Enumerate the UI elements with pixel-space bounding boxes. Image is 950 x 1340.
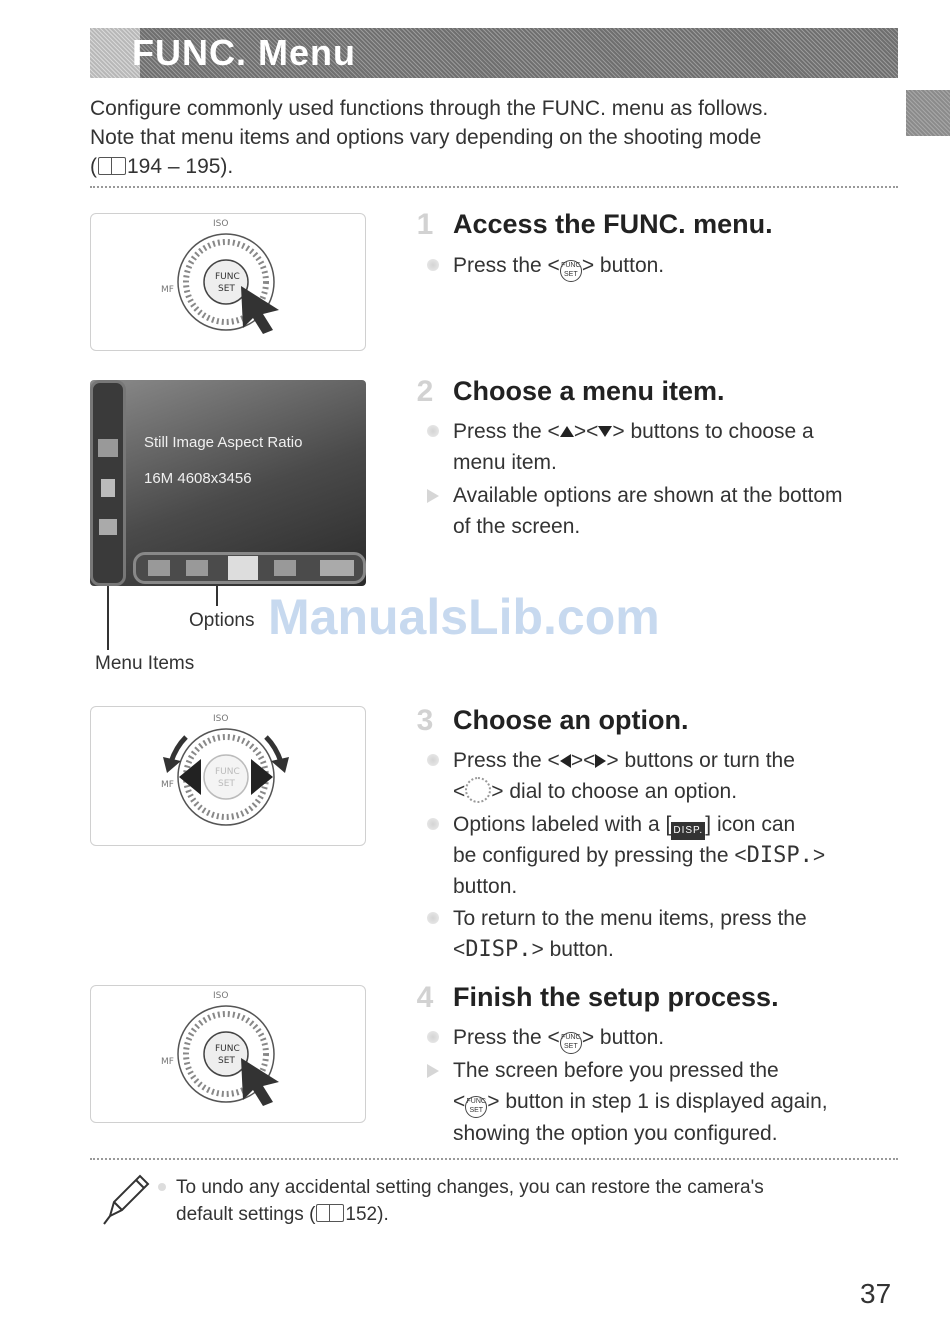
control-dial-illustration: ISO MF FUNC SET (161, 219, 279, 334)
watermark: ManualsLib.com (268, 589, 660, 645)
chapter-tab (906, 90, 950, 136)
intro-line: Configure commonly used functions throug… (90, 97, 769, 120)
mf-label: MF (161, 1057, 174, 1067)
intro-line: Note that menu items and options vary de… (90, 126, 762, 149)
options-row (133, 552, 366, 584)
bullet-dot-icon (427, 754, 439, 766)
step-title: Choose an option. (453, 705, 689, 735)
rotate-cw-head-icon (271, 757, 289, 773)
rotate-ccw-head-icon (163, 757, 181, 773)
mf-label: MF (161, 780, 174, 790)
step-title: Finish the setup process. (453, 982, 779, 1012)
step-title: Choose a menu item. (453, 376, 725, 406)
options-leader-line (216, 586, 218, 606)
menu-item-value: 16M 4608x3456 (144, 470, 252, 487)
book-reference-icon (98, 157, 126, 175)
menu-item-icon (99, 519, 117, 535)
disp-button-label: DISP. (465, 937, 532, 962)
option-icon (186, 560, 208, 576)
result-arrow-icon (427, 1064, 439, 1078)
step-number: 3 (416, 704, 434, 737)
iso-label: ISO (213, 219, 228, 229)
page-reference: 194 – 195). (127, 155, 234, 178)
bullet-dot-icon (427, 818, 439, 830)
step-title: Access the FUNC. menu. (453, 209, 773, 239)
menu-items-leader-line (107, 586, 109, 650)
menu-items-column (90, 380, 126, 586)
func-label: FUNC (215, 767, 240, 777)
options-caption: Options (189, 610, 255, 631)
step-bullet: Options labeled with a [DISP.] icon can … (427, 809, 903, 902)
note-bullet-icon (158, 1183, 166, 1191)
dial-figure-1: ISO MF FUNC SET (90, 213, 366, 351)
step-result: Available options are shown at the botto… (427, 480, 903, 542)
intro-line: (194 – 195). (90, 155, 234, 178)
disp-badge-icon: DISP. (671, 822, 706, 840)
intro-text: Configure commonly used functions throug… (90, 94, 880, 181)
menu-items-caption: Menu Items (95, 653, 195, 674)
step-bullet: Press the <><> buttons to choose a menu … (427, 416, 903, 478)
book-reference-icon (316, 1204, 345, 1222)
bullet-dot-icon (427, 259, 439, 271)
iso-label: ISO (213, 991, 228, 1001)
disp-button-label: DISP. (746, 843, 813, 868)
up-button-icon (559, 426, 574, 437)
bullet-dot-icon (427, 1031, 439, 1043)
set-label: SET (218, 284, 235, 294)
title-banner-accent (90, 28, 140, 78)
left-button-icon (559, 754, 571, 768)
func-label: FUNC (215, 272, 240, 282)
bullet-dot-icon (427, 425, 439, 437)
result-arrow-icon (427, 489, 439, 503)
control-dial-illustration: ISO MF FUNC SET (161, 991, 279, 1106)
menu-item-icon (101, 479, 115, 497)
step-bullet: To return to the menu items, press the <… (427, 903, 903, 965)
option-icon (274, 560, 296, 576)
divider (90, 186, 898, 188)
dial-figure-3: ISO MF FUNC SET (90, 706, 366, 846)
option-icon (320, 560, 354, 576)
right-button-icon (595, 754, 607, 768)
bullet-dot-icon (427, 912, 439, 924)
dial-figure-4: ISO MF FUNC SET (90, 985, 366, 1123)
step-number: 1 (416, 208, 434, 241)
note-text: To undo any accidental setting changes, … (176, 1177, 764, 1225)
press-arrow-icon (241, 1058, 279, 1106)
control-dial-turn-illustration: ISO MF FUNC SET (161, 714, 289, 826)
step-number: 4 (416, 981, 434, 1014)
step-number: 2 (416, 375, 434, 408)
option-icon-selected (228, 556, 258, 580)
mf-label: MF (161, 285, 174, 295)
down-button-icon (598, 426, 613, 437)
press-arrow-icon (241, 286, 279, 334)
pencil-icon (103, 1174, 150, 1225)
set-label: SET (218, 1056, 235, 1066)
menu-item-name: Still Image Aspect Ratio (144, 434, 303, 451)
step-bullet: Press the <><> buttons or turn the <> di… (427, 745, 903, 807)
camera-screen: Still Image Aspect Ratio 16M 4608x3456 (90, 380, 366, 586)
control-dial-icon (465, 777, 492, 803)
set-label: SET (218, 779, 235, 789)
iso-label: ISO (213, 714, 228, 724)
page-number: 37 (860, 1278, 892, 1309)
func-label: FUNC (215, 1044, 240, 1054)
title-banner (90, 28, 898, 78)
menu-item-icon (98, 439, 118, 457)
divider (90, 1158, 898, 1160)
page-title: FUNC. Menu (132, 32, 356, 73)
left-arrow-icon (179, 759, 201, 795)
right-arrow-icon (251, 759, 273, 795)
option-icon (148, 560, 170, 576)
